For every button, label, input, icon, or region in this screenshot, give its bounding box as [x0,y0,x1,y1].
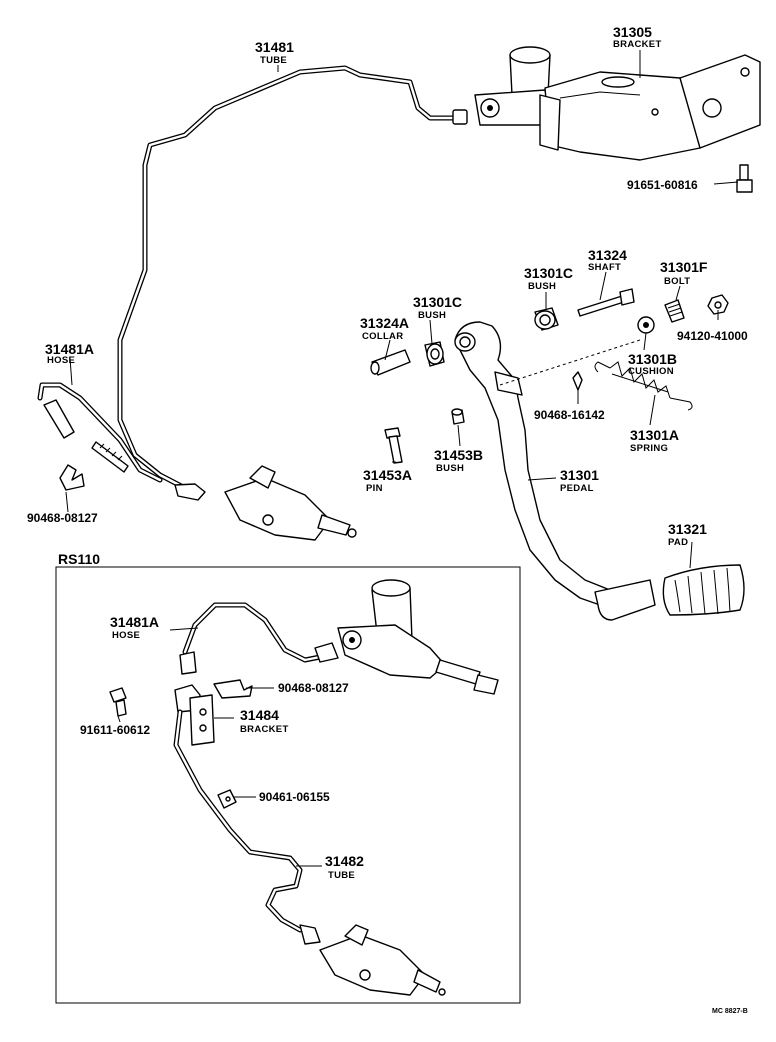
label-31301b-name: CUSHION [628,366,674,377]
master-cylinder-top-drawing [474,46,553,126]
label-31321-name: PAD [668,537,688,548]
label-31324a-name: COLLAR [362,331,403,342]
label-31453a-name: PIN [366,483,383,494]
label-31324-name: SHAFT [588,262,621,273]
label-31324a-num: 31324A [360,315,409,331]
alignment-line [499,339,641,386]
nut-94120-drawing [707,294,729,315]
label-31484-num: 31484 [240,707,279,723]
slave-cylinder-top-drawing [224,465,357,541]
clip-90468-16142-drawing [572,371,583,391]
clip-90468-08127-top-drawing [59,464,85,491]
inset-master-cylinder-drawing [337,579,499,695]
spring-31301a-drawing [594,361,693,411]
inset-slave-cylinder-drawing [319,924,446,996]
label-31482-name: TUBE [328,870,355,881]
label-31301b-num: 31301B [628,351,677,367]
label-90468-16142-num: 90468-16142 [534,408,605,422]
leader-lines-main [65,50,739,569]
label-31321-num: 31321 [668,521,707,537]
clip-90461-drawing [217,789,237,809]
label-31301c-top-num: 31301C [524,265,573,281]
labels: 31481 TUBE 31305 BRACKET 91651-60816 313… [27,24,748,1015]
label-31453b-num: 31453B [434,447,483,463]
inset-hose-drawing [179,602,339,675]
bush-31301c-top-drawing [534,307,559,331]
label-31301a-num: 31301A [630,427,679,443]
label-31301-name: PEDAL [560,483,594,494]
label-91611-num: 91611-60612 [80,723,150,737]
label-90468-08127-top-num: 90468-08127 [27,511,98,525]
bush-31301c-left-drawing [424,341,445,367]
footer-code: MC 8827-B [712,1008,748,1015]
label-31481a-inset-name: HOSE [112,630,140,641]
tube-31481-drawing [117,65,468,491]
label-31484-name: BRACKET [240,724,289,735]
label-31301a-name: SPRING [630,443,668,454]
label-31453a-num: 31453A [363,467,412,483]
label-31482-num: 31482 [325,853,364,869]
label-31301c-left-num: 31301C [413,294,462,310]
label-31301c-left-name: BUSH [418,310,446,321]
inset-clip-drawing [213,679,253,699]
collar-31324a-drawing [370,349,411,376]
label-91651-num: 91651-60816 [627,178,698,192]
label-31305-name: BRACKET [613,39,662,50]
bracket-31484-drawing [174,684,215,746]
label-31481a-top-name: HOSE [47,355,75,366]
inset-rs110 [55,566,521,1004]
shaft-31324-drawing [577,288,635,317]
bracket-31305-drawing [539,54,761,161]
bolt-31301f-drawing [664,299,685,323]
label-90461-num: 90461-06155 [259,790,330,804]
label-31453b-name: BUSH [436,463,464,474]
pad-31321-drawing [662,564,745,616]
inset-leader-hose [169,627,199,631]
inset-title: RS110 [58,551,100,567]
label-31481-name: TUBE [260,55,287,66]
hose-31481a-top-drawing [37,382,206,501]
label-31481a-top-num: 31481A [45,341,94,357]
label-31301c-top-name: BUSH [528,281,556,292]
label-31324-num: 31324 [588,247,627,263]
inset-leader-bolt [117,715,121,723]
label-90468-08127-inset-num: 90468-08127 [278,681,349,695]
bolt-91651-drawing [736,164,753,193]
label-94120-num: 94120-41000 [677,329,748,343]
label-31301f-num: 31301F [660,259,708,275]
label-31481-num: 31481 [255,39,294,55]
label-31301f-name: BOLT [664,276,690,287]
label-31481a-inset-num: 31481A [110,614,159,630]
pedal-31301-drawing [454,321,656,621]
tube-31482-drawing [173,709,321,945]
bush-31453b-drawing [451,408,465,425]
label-31305-num: 31305 [613,24,652,40]
pin-31453a-drawing [384,427,403,464]
bolt-91611-drawing [109,687,127,717]
cushion-31301b-drawing [637,316,655,334]
label-31301-num: 31301 [560,467,599,483]
